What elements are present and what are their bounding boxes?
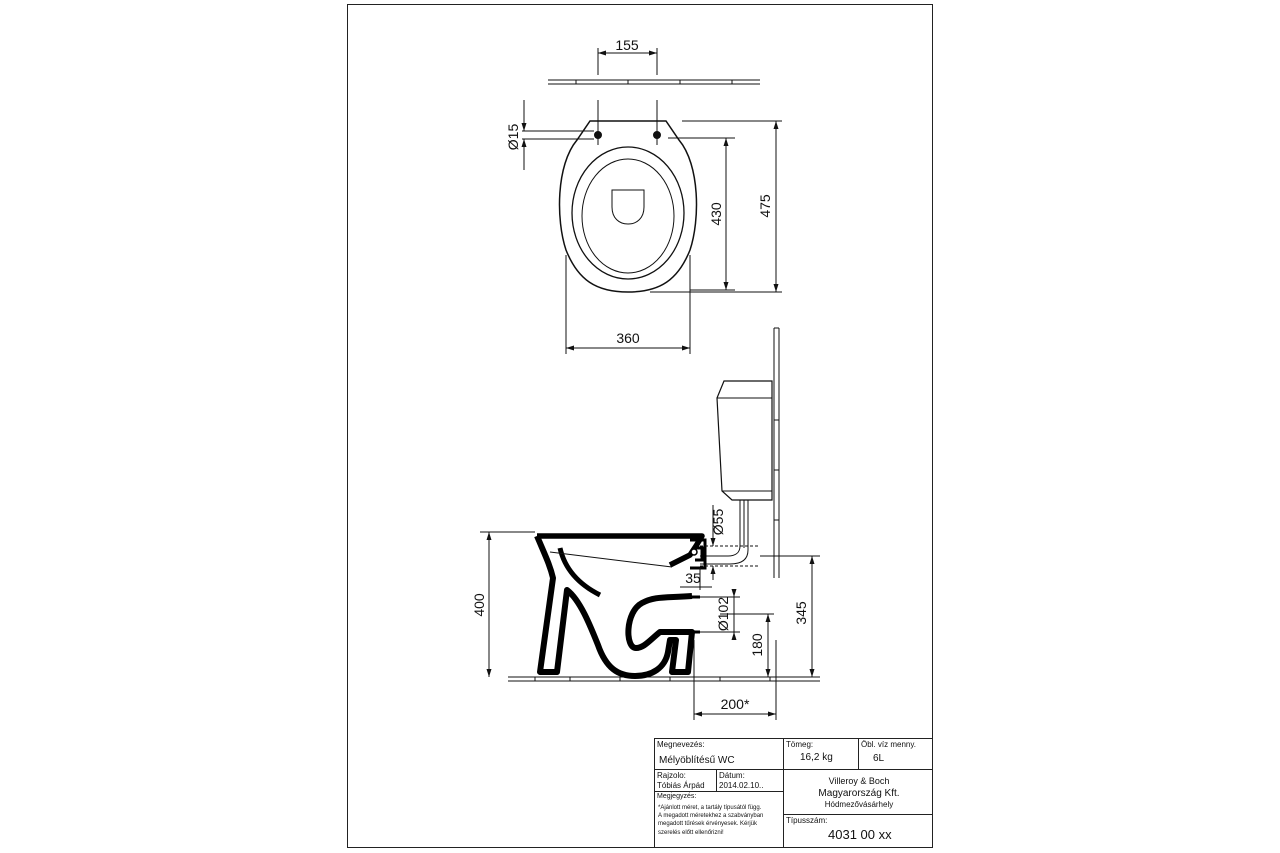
tb-name-value: Mélyöblítésű WC bbox=[659, 755, 735, 766]
tb-note-line: megadott tűrések érvényesek. Kérjük bbox=[658, 821, 758, 828]
wall-section-side bbox=[773, 327, 780, 578]
dim-345-label: 345 bbox=[793, 601, 809, 625]
dim-430-lines bbox=[668, 137, 735, 291]
tb-weight-cell: Tömeg: 16,2 kg bbox=[783, 738, 859, 770]
dim-430-label: 430 bbox=[708, 202, 724, 226]
tb-date-cell: Dátum: 2014.02.10.. bbox=[716, 769, 784, 792]
side-view bbox=[480, 327, 820, 720]
tb-company-line3: Hódmezővásárhely bbox=[824, 800, 894, 809]
dim-400-label: 400 bbox=[471, 593, 487, 617]
dim-155-label: 155 bbox=[615, 37, 639, 53]
drawing-sheet-border bbox=[347, 4, 933, 848]
dim-180-label: 180 bbox=[749, 633, 765, 657]
dim-200-lines bbox=[693, 640, 777, 720]
tb-drawn-label: Rajzolo: bbox=[657, 771, 686, 780]
tb-type-cell: Típusszám: 4031 00 xx bbox=[783, 814, 933, 848]
tb-note-line: A megadott méretekhez a szabványban bbox=[658, 813, 764, 820]
top-view bbox=[521, 48, 782, 354]
tb-water-label: Öbl. víz menny. bbox=[861, 740, 916, 749]
tb-date-label: Dátum: bbox=[719, 771, 745, 780]
bowl-rim-top bbox=[571, 146, 685, 280]
dim-35-label: 35 bbox=[685, 570, 701, 586]
dim-360-label: 360 bbox=[616, 330, 640, 346]
tb-type-value: 4031 00 xx bbox=[828, 827, 892, 842]
tb-company-line1: Villeroy & Boch bbox=[828, 776, 890, 786]
dim-400-lines bbox=[480, 531, 535, 677]
tb-notes-label: Megjegyzés: bbox=[657, 793, 697, 800]
tb-name-label: Megnevezés: bbox=[657, 740, 705, 749]
tb-weight-value: 16,2 kg bbox=[800, 752, 833, 763]
dim-180-lines bbox=[720, 613, 774, 677]
tb-water-value: 6L bbox=[873, 753, 885, 764]
bowl-inner-top bbox=[581, 158, 675, 274]
floor-line bbox=[508, 676, 820, 682]
dim-d55-label: Ø55 bbox=[710, 509, 726, 536]
outlet-spigot bbox=[660, 595, 700, 634]
dim-d15-label: Ø15 bbox=[505, 124, 521, 151]
tb-weight-label: Tömeg: bbox=[786, 740, 814, 749]
dim-d102-lines bbox=[700, 589, 740, 640]
dim-475-label: 475 bbox=[757, 194, 773, 218]
dim-d102-label: Ø102 bbox=[715, 597, 731, 631]
dim-d15-lines bbox=[521, 100, 594, 170]
tb-note-line: szerelés előtt ellenőrizni! bbox=[658, 829, 724, 836]
tb-name-cell: Megnevezés: Mélyöblítésű WC bbox=[654, 738, 784, 770]
dim-475-lines bbox=[650, 120, 782, 293]
inlet-connector bbox=[690, 538, 707, 570]
tb-company-cell: Villeroy & Boch Magyarország Kft. Hódmez… bbox=[783, 769, 933, 815]
tb-water-cell: Öbl. víz menny. 6L bbox=[858, 738, 933, 770]
tb-date-value: 2014.02.10.. bbox=[719, 781, 764, 790]
tb-type-label: Típusszám: bbox=[786, 816, 828, 825]
bowl-outline-top bbox=[558, 120, 698, 293]
tb-notes-cell: Megjegyzés: *Ajánlott méret, a tartály t… bbox=[654, 791, 784, 848]
toilet-body-profile bbox=[534, 534, 695, 679]
tb-note-line: *Ajánlott méret, a tartály típusától füg… bbox=[658, 805, 762, 811]
bowl-inner-profile bbox=[537, 533, 705, 568]
title-block: Megnevezés: Mélyöblítésű WC Tömeg: 16,2 … bbox=[654, 738, 933, 848]
tb-notes-text: *Ajánlott méret, a tartály típusától füg… bbox=[658, 804, 783, 837]
wall-line-top bbox=[548, 79, 760, 85]
tb-drawn-cell: Rajzolo: Tóbiás Árpád bbox=[654, 769, 717, 792]
dim-345-lines bbox=[760, 555, 820, 677]
dim-d55-lines bbox=[710, 505, 716, 580]
tb-drawn-value: Tóbiás Árpád bbox=[657, 781, 705, 790]
outlet-opening-top bbox=[611, 189, 645, 225]
dim-35-lines bbox=[680, 568, 712, 590]
cistern bbox=[716, 380, 773, 501]
dim-200-label: 200* bbox=[721, 696, 750, 712]
tb-company-line2: Magyarország Kft. bbox=[818, 788, 900, 799]
dim-360-lines bbox=[565, 255, 691, 354]
dim-155-lines bbox=[597, 48, 658, 75]
